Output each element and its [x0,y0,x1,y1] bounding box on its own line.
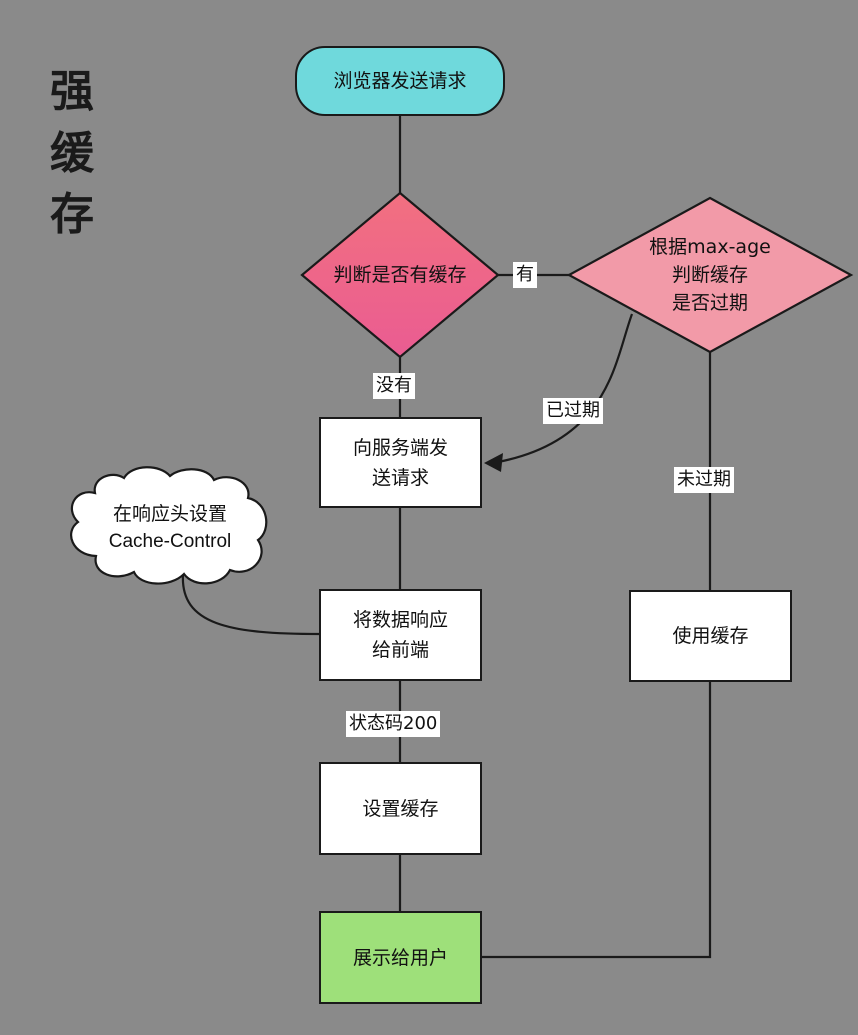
edge-label-expired: 已过期 [543,398,603,424]
start-node: 浏览器发送请求 [295,46,505,116]
respond-node: 将数据响应 给前端 [319,589,482,681]
edge-label-none: 没有 [373,373,415,399]
edge-label-has: 有 [513,262,537,288]
edge-expired-to-request [497,313,634,464]
cloud-note: 在响应头设置 Cache-Control [108,504,232,552]
edge-label-not-expired: 未过期 [674,467,734,493]
set-cache-node: 设置缓存 [319,762,482,855]
decision-check-expiry-label: 根据max-age 判断缓存 是否过期 [649,236,771,314]
page-title-char-1: 强 [50,66,94,117]
edge-label-status-200: 状态码200 [346,711,441,737]
use-cache-node: 使用缓存 [629,590,792,682]
show-user-node: 展示给用户 [319,911,482,1004]
decision-check-cache-shape [300,191,500,359]
page-title-char-2: 缓 [50,128,94,179]
arrowhead-expired [484,453,503,472]
decision-check-expiry-shape [566,196,854,354]
edge-usecache-to-show [481,682,712,959]
decision-check-cache-label: 判断是否有缓存 [333,264,467,286]
request-server-node: 向服务端发 送请求 [319,417,482,508]
page-title-char-3: 存 [50,189,94,240]
edge-cloud-to-respond [181,573,321,636]
cloud-shape [70,466,268,585]
